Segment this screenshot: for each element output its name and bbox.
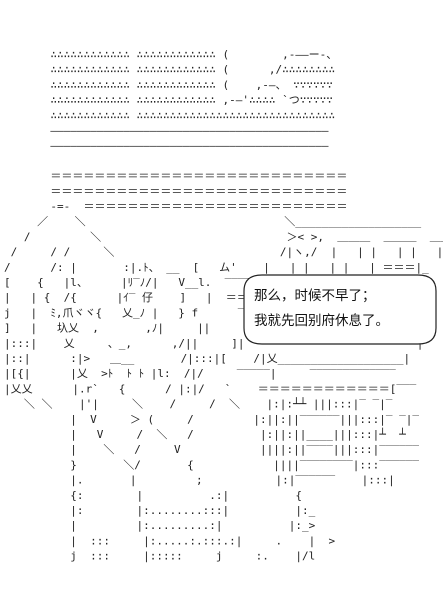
speech-bubble-line-1: 那么，时候不早了； <box>254 288 376 304</box>
art-line: / ＼ ＞< >, ＿＿＿ ＿＿＿ ＿＿＿ ＝＝＝| <box>4 230 443 243</box>
art-line: | V ＞ ( / |:||:||‾‾‾‾‾‾|||:::|‾ ‾|‾ <box>4 413 419 426</box>
art-line: ／ ＼ ＼___________________ <box>4 215 421 228</box>
speech-bubble-line-2: 我就先回别府休息了。 <box>254 312 389 329</box>
art-line: |: |:........:::| |:_ <box>4 504 316 517</box>
art-line: ＼ ＼ |'| ＼ / / ＼ |:|:┴┴ |||:::|‾ ‾|‾ <box>4 397 393 411</box>
art-line: / / / ＼ /|ヽ,/ | | | | | | ＝＝＝| <box>4 246 443 259</box>
art-line: | ＼ / V ||||:||‾‾‾‾|||:::|‾‾‾‾‾‾ <box>4 443 419 456</box>
art-line: } ＼/ { ||||‾‾‾‾‾‾‾‾|:::‾‾‾‾‾‾ <box>4 458 419 471</box>
speech-bubble-outline <box>243 274 437 345</box>
art-line: {: | .:| { <box>4 489 302 502</box>
art-line: / /: | :|.ﾄ、 __ [ ム' | | | | | | ＝＝＝|_ <box>4 261 429 274</box>
art-line: -=- ＝＝＝＝＝＝＝＝＝＝＝＝＝＝＝＝＝＝＝＝＝＝＝＝ <box>4 200 347 213</box>
art-line: j ::: |::::: j :. |/l <box>4 550 315 563</box>
art-line: | |:.........:| |:_> <box>4 519 316 532</box>
art-line: ――――――――――――――――――――――――――――――――――――――――… <box>4 139 329 152</box>
art-line: ∴∴∴∴∴∴∴∴∴∴∴∴ ∴∴∴∴∴∴∴∴∴∴∴∴∴∴∴∴∴∴∴∴∴∴∴∴∴∴∴… <box>4 109 335 122</box>
art-line: |::| :|> ＿__ /|:::|[ /|乂________________… <box>4 352 410 365</box>
art-line: |[{| |乂 >ﾄ ﾄ ﾄ |l: /|/ ‾‾‾‾‾| ‾‾‾‾‾‾‾‾‾‾… <box>4 367 396 380</box>
art-line: ＝＝＝＝＝＝＝＝＝＝＝＝＝＝＝＝＝＝＝＝＝＝＝＝＝＝＝ <box>4 185 347 198</box>
art-line: | ::: |:.....:.:::.:| . | > <box>4 534 336 547</box>
art-line: ∴∴∴∴∴∴∴∴∴∴∴∴ ∴∴∴∴∴∴∴∴∴∴∴∴ ,-―'∴∴∴∴ `つ∵∵∵… <box>4 94 333 107</box>
speech-bubble: 那么，时候不早了； 我就先回别府休息了。 <box>243 274 437 345</box>
art-line: ＝＝＝＝＝＝＝＝＝＝＝＝＝＝＝＝＝＝＝＝＝＝＝＝＝＝＝ <box>4 170 347 183</box>
art-line: | V / ＼ / |:||:||____|||:::|┴ ┴ <box>4 427 406 441</box>
art-line: ∴∴∴∴∴∴∴∴∴∴∴∴ ∴∴∴∴∴∴∴∴∴∴∴∴ ( ,-――ー-、 <box>4 48 337 61</box>
art-line: ∴∴∴∴∴∴∴∴∴∴∴∴ ∴∴∴∴∴∴∴∴∴∴∴∴ ( ,/∴∴∴∴∴∴∴∴ <box>4 63 335 76</box>
art-line: ――――――――――――――――――――――――――――――――――――――――… <box>4 124 329 137</box>
art-line: ∴∴∴∴∴∴∴∴∴∴∴∴ ∴∴∴∴∴∴∴∴∴∴∴∴ ( ,-―、 ∵∵∵∵∵∵ <box>4 78 333 91</box>
art-line: |. | ; |:|‾‾‾‾‾‾ |:::| <box>4 474 395 487</box>
text-art-figure-and-building: ∴∴∴∴∴∴∴∴∴∴∴∴ ∴∴∴∴∴∴∴∴∴∴∴∴ ( ,-――ー-、 ∴∴∴∴… <box>4 48 443 563</box>
art-line: |乂乂 |.r` { / |:|/ ` ＝＝＝＝＝＝＝＝＝＝＝＝[‾‾‾ <box>4 382 417 395</box>
